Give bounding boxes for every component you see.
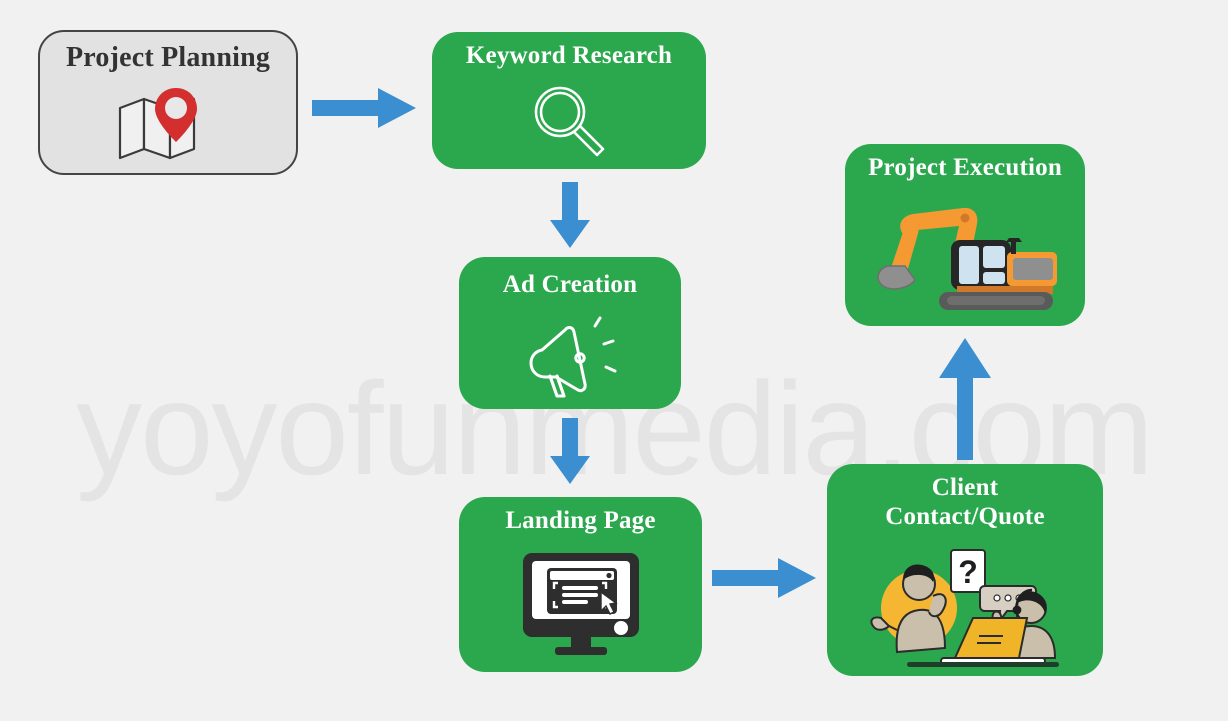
- node-project-planning[interactable]: Project Planning: [38, 30, 298, 175]
- customer-support-illustration-icon: ?: [827, 532, 1103, 677]
- node-project-execution-label: Project Execution: [868, 154, 1062, 181]
- arrow-landing-to-client: [712, 556, 818, 605]
- node-landing-page-label: Landing Page: [505, 507, 656, 534]
- arrow-client-to-execution: [935, 334, 995, 467]
- svg-text:?: ?: [958, 554, 978, 590]
- megaphone-icon: [459, 300, 681, 409]
- node-client-contact-quote[interactable]: Client Contact/Quote: [827, 464, 1103, 676]
- arrow-planning-to-keyword: [312, 86, 418, 135]
- node-ad-creation[interactable]: Ad Creation: [459, 257, 681, 409]
- node-client-label-line1: Client: [931, 474, 999, 501]
- node-ad-creation-label: Ad Creation: [502, 271, 638, 298]
- excavator-icon: [845, 183, 1085, 326]
- desktop-monitor-icon: [459, 536, 702, 672]
- arrow-ad-to-landing: [548, 418, 592, 491]
- node-landing-page[interactable]: Landing Page: [459, 497, 702, 672]
- arrow-keyword-to-ad: [548, 182, 592, 255]
- node-client-label-line2: Contact/Quote: [885, 502, 1045, 530]
- node-project-planning-label: Project Planning: [65, 42, 271, 73]
- magnifying-glass-icon: [432, 71, 706, 169]
- map-pin-icon: [40, 74, 296, 173]
- node-client-contact-quote-label: Client Contact/Quote: [885, 474, 1045, 532]
- node-keyword-research[interactable]: Keyword Research: [432, 32, 706, 169]
- node-keyword-research-label: Keyword Research: [465, 42, 673, 69]
- node-project-execution[interactable]: Project Execution: [845, 144, 1085, 326]
